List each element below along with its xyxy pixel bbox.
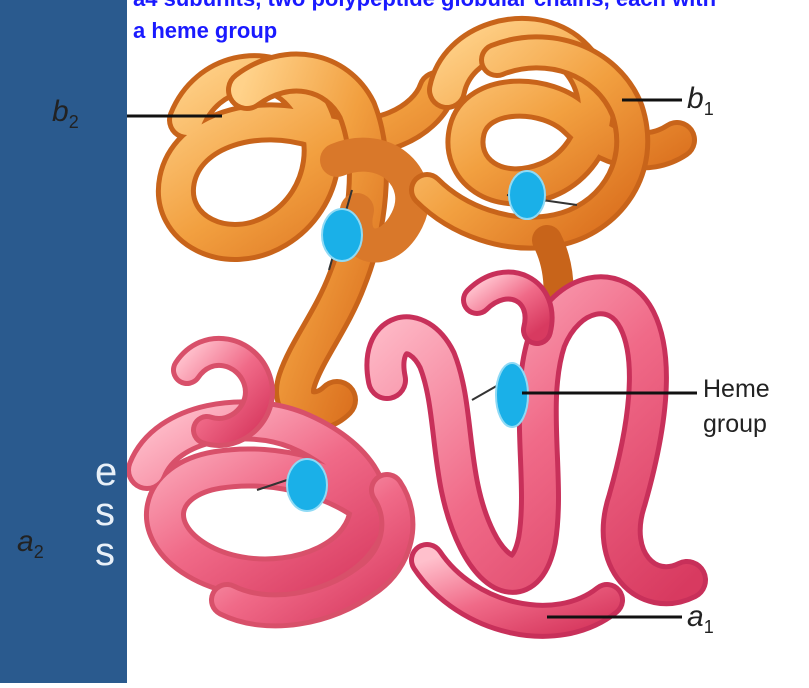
label-b2: b2 [52, 95, 79, 133]
background-text-fragment: e [95, 452, 117, 492]
label-a1: a1 [687, 600, 714, 638]
label-a2: a2 [17, 525, 44, 563]
label-b1: b1 [687, 82, 714, 120]
background-text-fragment: s [95, 532, 115, 572]
label-heme-line2: group [703, 410, 767, 439]
label-heme-line1: Heme [703, 375, 770, 404]
heme-group-a1 [472, 363, 528, 427]
hemoglobin-figure: b2 b1 a2 a1 Heme group [127, 0, 809, 683]
background-text-fragment: s [95, 492, 115, 532]
alpha-1-chain [385, 286, 687, 621]
alpha-2-chain [147, 352, 397, 611]
